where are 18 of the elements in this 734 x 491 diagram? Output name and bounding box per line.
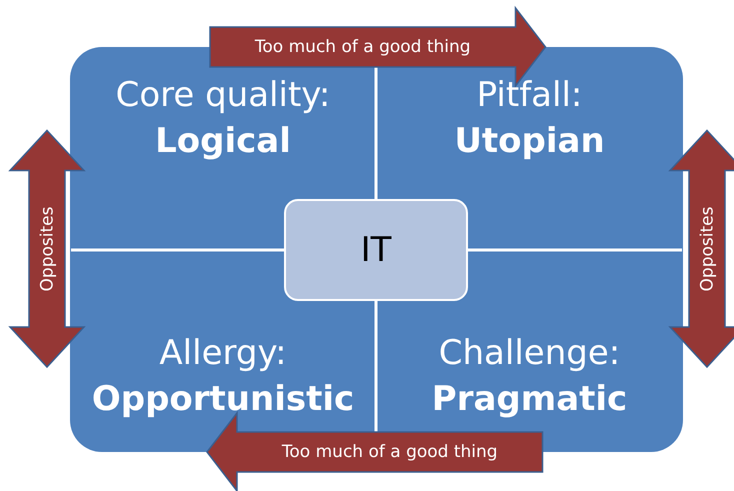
quadrant-heading: Allergy:: [159, 332, 287, 375]
quadrant-value: Pragmatic: [432, 378, 628, 421]
center-label: IT: [360, 229, 392, 272]
edge-label: Opposites: [697, 206, 717, 292]
quadrant-value: Logical: [155, 120, 291, 163]
center-box: [284, 199, 468, 301]
quadrant-value: Opportunistic: [92, 378, 354, 421]
edge-label: Too much of a good thing: [254, 37, 471, 57]
quadrant-heading: Pitfall:: [476, 74, 582, 117]
block-arrow: [206, 410, 544, 491]
block-arrow: [209, 6, 546, 88]
block-arrow: [8, 129, 86, 368]
edge-label: Opposites: [37, 206, 57, 292]
edge-label: Too much of a good thing: [282, 442, 498, 462]
quadrant-heading: Challenge:: [438, 332, 620, 375]
quadrant-value: Utopian: [454, 120, 605, 163]
quadrant-heading: Core quality:: [116, 74, 330, 117]
block-arrow: [668, 129, 734, 368]
